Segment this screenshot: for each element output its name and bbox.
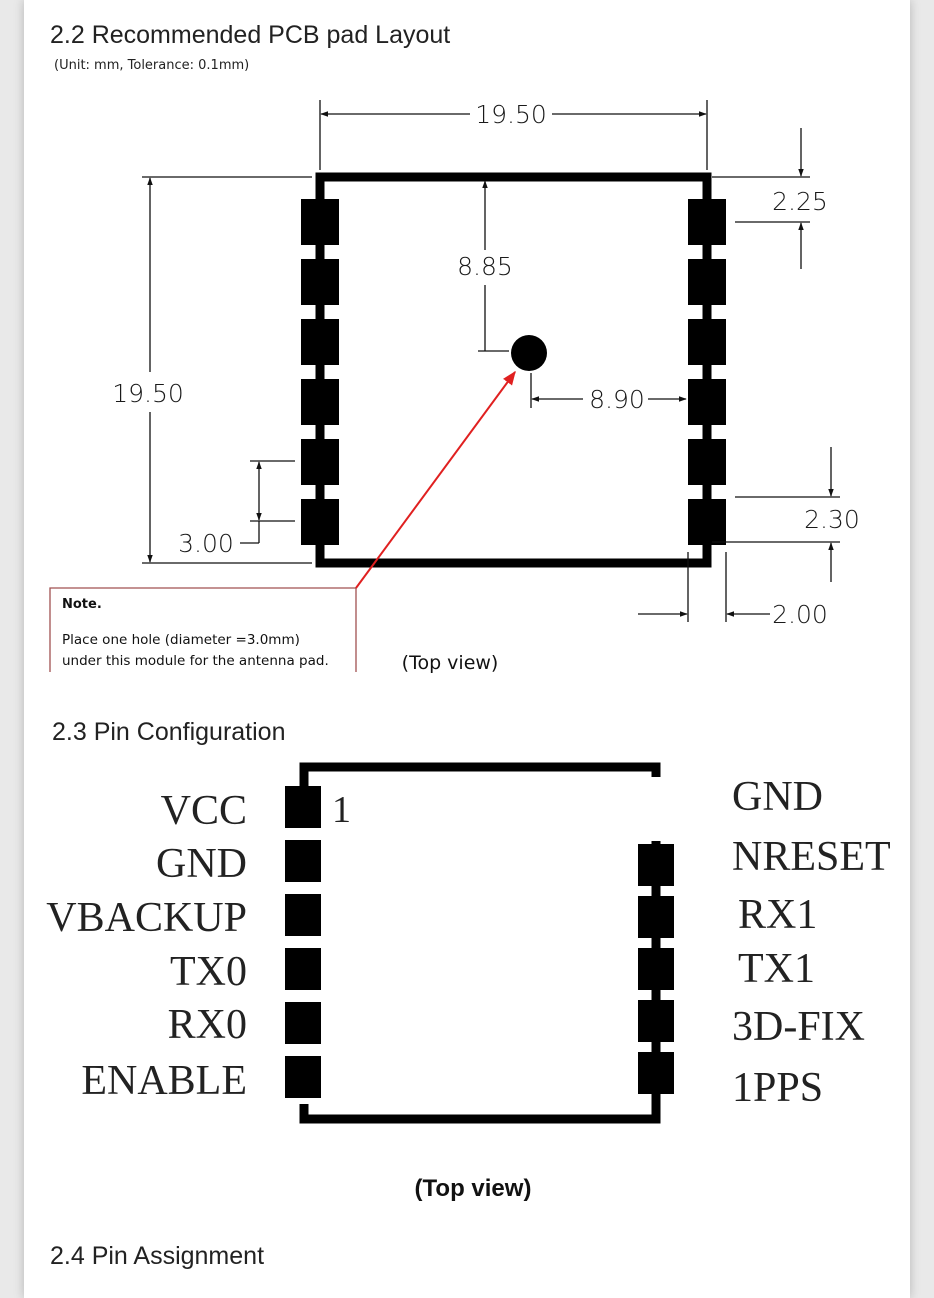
pin-pad bbox=[638, 1052, 674, 1094]
unit-tolerance-note: (Unit: mm, Tolerance: 0.1mm) bbox=[54, 58, 249, 73]
pad bbox=[688, 199, 726, 245]
package-outline bbox=[299, 762, 661, 1124]
hole-vertical-label: 8.85 bbox=[457, 252, 513, 281]
antenna-pointer-arrow bbox=[355, 370, 516, 589]
pin-label: TX0 bbox=[170, 949, 247, 995]
first-pad-label: 2.25 bbox=[772, 187, 828, 216]
note-line-1: Place one hole (diameter =3.0mm) bbox=[62, 632, 300, 648]
antenna-hole bbox=[511, 335, 547, 371]
pin-label: TX1 bbox=[738, 946, 815, 992]
module-outline bbox=[315, 172, 712, 568]
pin-pad bbox=[638, 1000, 674, 1042]
last-pad-label: 2.30 bbox=[804, 505, 860, 534]
pin-config-section-title: 2.3 Pin Configuration bbox=[52, 718, 285, 746]
pin-label: 1PPS bbox=[732, 1065, 823, 1111]
right-pin-pads bbox=[638, 844, 674, 1094]
pad-width-dimension bbox=[638, 552, 770, 622]
pin-pad bbox=[638, 948, 674, 990]
pin-label: VBACKUP bbox=[46, 895, 247, 941]
right-pin-labels: GND NRESET RX1 TX1 3D-FIX 1PPS bbox=[732, 774, 891, 1111]
pad bbox=[301, 319, 339, 365]
last-pad-dimension bbox=[712, 447, 840, 582]
hole-vertical-dimension bbox=[478, 180, 509, 352]
pad bbox=[688, 259, 726, 305]
pin-pad bbox=[285, 1002, 321, 1044]
pad bbox=[301, 379, 339, 425]
pin-pad bbox=[285, 786, 321, 828]
pin-label: VCC bbox=[161, 788, 247, 834]
pad bbox=[688, 439, 726, 485]
pin-pad bbox=[285, 948, 321, 990]
height-dimension-label: 19.50 bbox=[112, 379, 184, 408]
pin-label: NRESET bbox=[732, 834, 891, 880]
pin-pad bbox=[285, 840, 321, 882]
pad-pitch-label: 3.00 bbox=[178, 529, 234, 558]
pad bbox=[688, 499, 726, 545]
pin-config-view-label: (Top view) bbox=[415, 1175, 532, 1202]
pin1-marker: 1 bbox=[332, 789, 351, 831]
antenna-note-box bbox=[49, 587, 357, 672]
datasheet-drawing: 2.2 Recommended PCB pad Layout (Unit: mm… bbox=[46, 21, 891, 1270]
left-pad-column bbox=[301, 199, 339, 545]
datasheet-page: 2.2 Recommended PCB pad Layout (Unit: mm… bbox=[24, 0, 910, 1298]
hole-horizontal-dimension bbox=[530, 373, 687, 408]
pin-pad bbox=[285, 1056, 321, 1098]
pcb-section-title: 2.2 Recommended PCB pad Layout bbox=[50, 21, 450, 49]
pad-width-label: 2.00 bbox=[772, 600, 828, 629]
pin-assign-section-title: 2.4 Pin Assignment bbox=[50, 1242, 264, 1270]
left-pin-labels: VCC GND VBACKUP TX0 RX0 ENABLE bbox=[46, 788, 247, 1104]
pad bbox=[301, 499, 339, 545]
width-dimension bbox=[319, 100, 708, 170]
pad bbox=[688, 379, 726, 425]
width-dimension-label: 19.50 bbox=[475, 100, 547, 129]
hole-horizontal-label: 8.90 bbox=[589, 385, 645, 414]
pin-label: GND bbox=[732, 774, 823, 820]
first-pad-dimension bbox=[712, 128, 810, 269]
pin-label: 3D-FIX bbox=[732, 1004, 865, 1050]
pin-label: RX1 bbox=[738, 892, 817, 938]
pad bbox=[688, 319, 726, 365]
pin-label: GND bbox=[156, 841, 247, 887]
pad-pitch-dimension bbox=[240, 460, 295, 544]
note-line-2: under this module for the antenna pad. bbox=[62, 653, 329, 669]
pin-pad bbox=[638, 896, 674, 938]
pin-pad bbox=[285, 894, 321, 936]
height-dimension bbox=[142, 176, 312, 564]
pin-label: ENABLE bbox=[81, 1058, 247, 1104]
pad bbox=[301, 199, 339, 245]
left-pin-pads bbox=[285, 786, 321, 1098]
right-pad-column bbox=[688, 199, 726, 545]
pin-pad bbox=[638, 844, 674, 886]
pad bbox=[301, 439, 339, 485]
pcb-view-label: (Top view) bbox=[402, 652, 499, 674]
note-title: Note. bbox=[62, 597, 102, 612]
pin-label: RX0 bbox=[168, 1002, 247, 1048]
pad bbox=[301, 259, 339, 305]
